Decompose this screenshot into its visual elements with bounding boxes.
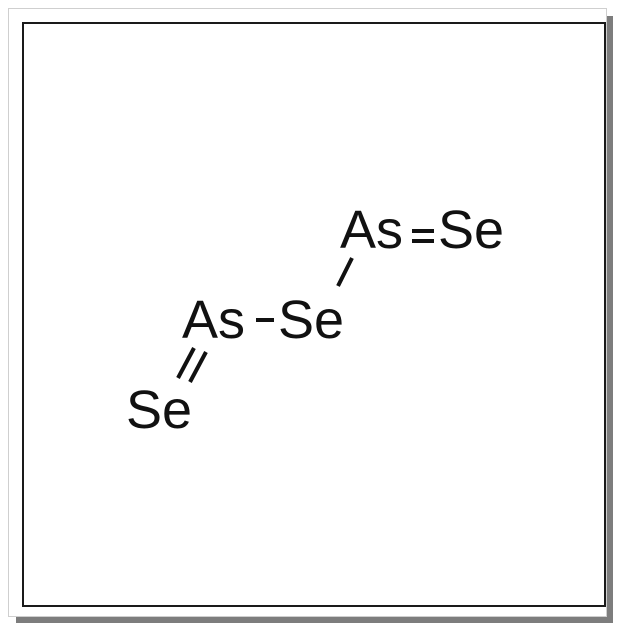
bond-single-as-se-diagonal (336, 257, 354, 287)
structure-panel (22, 22, 606, 607)
bond-double-as-se-bottom (176, 347, 208, 383)
atom-as-top: As (340, 200, 403, 260)
atom-se-bottom: Se (126, 380, 192, 440)
bond-double-as-se-top (412, 229, 434, 243)
atom-as-middle: As (182, 290, 245, 350)
atom-se-right: Se (438, 200, 504, 260)
atom-se-middle: Se (278, 290, 344, 350)
